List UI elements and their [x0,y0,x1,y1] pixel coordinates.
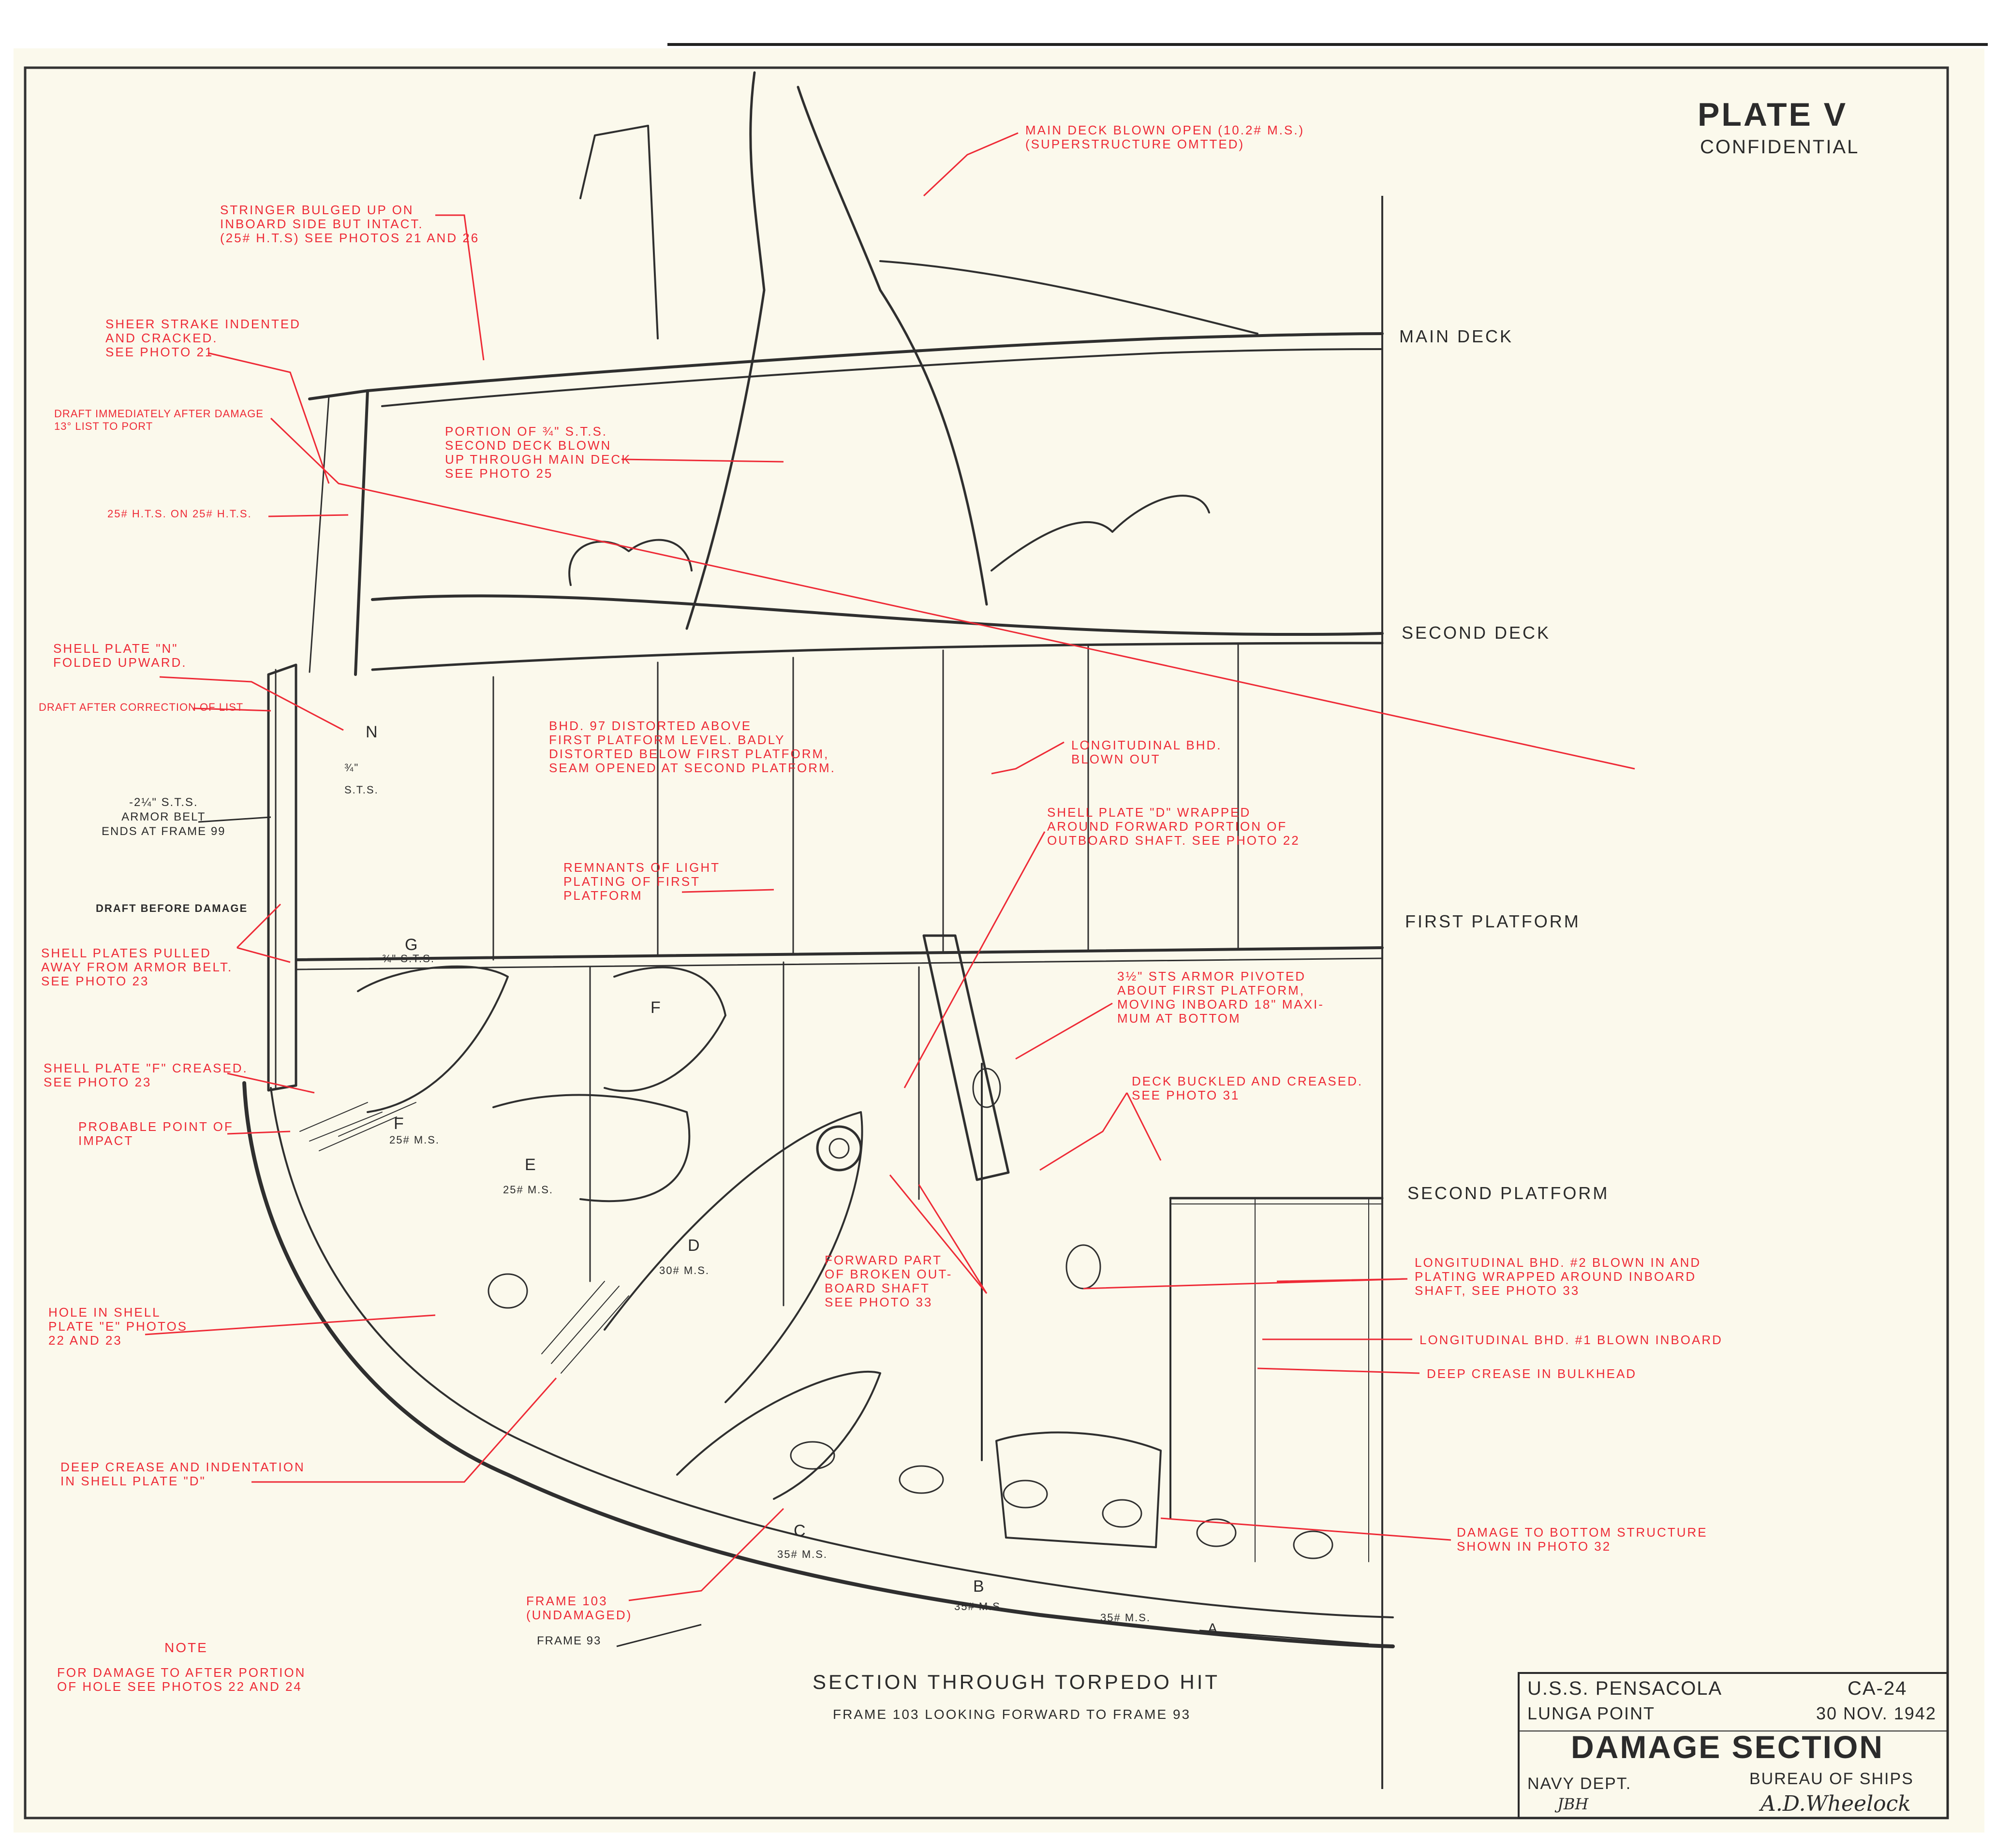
hole-e-note: HOLE IN SHELL PLATE "E" PHOTOS 22 AND 23 [48,1305,188,1348]
plate-g: G [405,936,418,954]
border-frame [24,66,1949,1819]
shell-pulled-note: SHELL PLATES PULLED AWAY FROM ARMOR BELT… [41,946,233,988]
main-deck-blown-note: MAIN DECK BLOWN OPEN (10.2# M.S.) (SUPER… [1025,123,1305,151]
black-leaders [198,816,1369,1647]
signature: A.D.Wheelock [1760,1791,1911,1816]
deep-crease-bhd-note: DEEP CREASE IN BULKHEAD [1427,1366,1637,1381]
note-body: FOR DAMAGE TO AFTER PORTION OF HOLE SEE … [57,1665,306,1694]
remnants-note: REMNANTS OF LIGHT PLATING OF FIRST PLATF… [563,860,721,903]
section-title: SECTION THROUGH TORPEDO HIT [813,1671,1220,1693]
plate-a-ms: 35# M.S. [1100,1612,1151,1624]
sheer-strake-note: SHEER STRAKE INDENTED AND CRACKED. SEE P… [105,317,301,359]
plate-e-ms: 25# M.S. [503,1184,554,1196]
drawing-title: DAMAGE SECTION [1571,1729,1884,1765]
bottom-damage-note: DAMAGE TO BOTTOM STRUCTURE SHOWN IN PHOT… [1457,1525,1708,1554]
initials: JBH [1557,1795,1589,1813]
plate-d-ms: 30# M.S. [659,1264,710,1276]
second-platform-label: SECOND PLATFORM [1407,1183,1610,1203]
section-subtitle: FRAME 103 LOOKING FORWARD TO FRAME 93 [833,1707,1191,1722]
hull-number: CA-24 [1848,1678,1907,1699]
long-bhd2-note: LONGITUDINAL BHD. #2 BLOWN IN AND PLATIN… [1415,1255,1701,1298]
plate-n: N [366,723,378,741]
draft-after-damage-note: DRAFT IMMEDIATELY AFTER DAMAGE 13° LIST … [54,408,264,432]
plate-c: C [794,1522,806,1540]
plate-f-upper: F [651,998,661,1017]
location: LUNGA POINT [1527,1703,1656,1723]
hull-structure [242,71,1395,1648]
plate-classification: CONFIDENTIAL [1700,136,1860,158]
shell-n-note: SHELL PLATE "N" FOLDED UPWARD. [53,641,187,670]
shell-d-note: SHELL PLATE "D" WRAPPED AROUND FORWARD P… [1047,805,1300,848]
frame93-label: FRAME 93 [537,1634,602,1647]
portion-sts-note: PORTION OF ¾" S.T.S. SECOND DECK BLOWN U… [445,424,632,481]
long-bhd1-note: LONGITUDINAL BHD. #1 BLOWN INBOARD [1420,1333,1723,1347]
armor-belt-label: -2¼" S.T.S. ARMOR BELT ENDS AT FRAME 99 [102,796,226,838]
title-block [1518,1672,1949,1819]
forward-shaft-note: FORWARD PART OF BROKEN OUT- BOARD SHAFT … [825,1253,953,1309]
stringer-note: STRINGER BULGED UP ON INBOARD SIDE BUT I… [220,203,480,245]
bhd97-note: BHD. 97 DISTORTED ABOVE FIRST PLATFORM L… [549,719,836,775]
shell-f-note: SHELL PLATE "F" CREASED. SEE PHOTO 23 [44,1061,248,1089]
deck-buckled-note: DECK BUCKLED AND CREASED. SEE PHOTO 31 [1132,1074,1363,1102]
draft-before-label: DRAFT BEFORE DAMAGE [96,902,248,914]
deep-crease-d-note: DEEP CREASE AND INDENTATION IN SHELL PLA… [60,1460,305,1488]
plate-a: A [1208,1621,1218,1637]
plate-g-sts: ¾" S.T.S. [382,953,435,965]
note-title: NOTE [164,1640,208,1655]
main-deck-label: MAIN DECK [1399,326,1514,346]
navy-dept: NAVY DEPT. [1527,1775,1632,1793]
hts-note: 25# H.T.S. ON 25# H.T.S. [107,508,252,520]
frame103-note: FRAME 103 (UNDAMAGED) [526,1594,633,1622]
date: 30 NOV. 1942 [1816,1703,1937,1723]
plate-f-ms: 25# M.S. [389,1134,440,1146]
second-deck-label: SECOND DECK [1402,623,1551,643]
plate-f-lower: F [394,1115,404,1133]
armor-pivoted-note: 3½" STS ARMOR PIVOTED ABOUT FIRST PLATFO… [1117,969,1324,1026]
plate-e: E [525,1156,536,1174]
plate-title: PLATE V [1698,96,1848,133]
long-bhd-out-note: LONGITUDINAL BHD. BLOWN OUT [1071,738,1222,766]
plate-b-ms: 35# M.S. [954,1600,1005,1613]
impact-note: PROBABLE POINT OF IMPACT [78,1119,234,1148]
draft-correction-note: DRAFT AFTER CORRECTION OF LIST [39,701,244,713]
plate-n-sts: ¾" S.T.S. [344,762,379,796]
plate-d: D [688,1236,700,1255]
first-platform-label: FIRST PLATFORM [1405,911,1581,931]
annotation-leaders [145,132,1635,1601]
bureau: BUREAU OF SHIPS [1749,1770,1914,1788]
ship-name: U.S.S. PENSACOLA [1527,1678,1723,1699]
plate-c-ms: 35# M.S. [777,1548,828,1560]
plate-b: B [973,1577,984,1596]
